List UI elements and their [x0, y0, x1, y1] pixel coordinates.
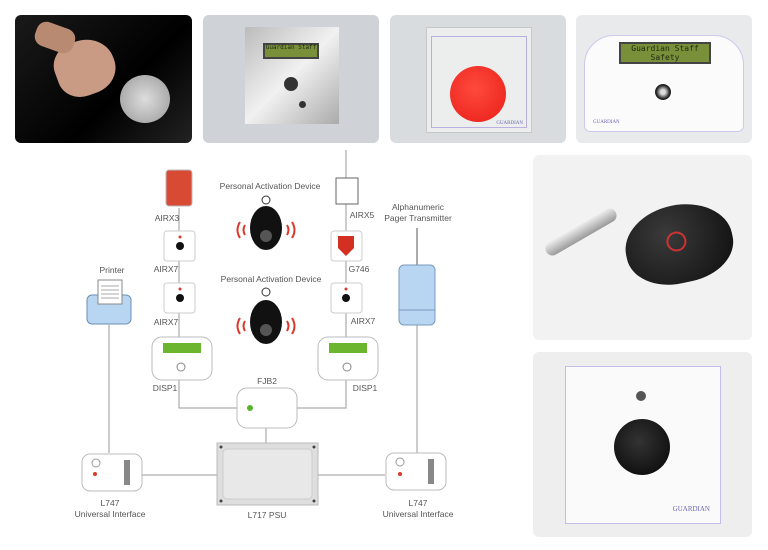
photo-keyfob: [533, 155, 752, 340]
fjb2-device: [236, 387, 298, 429]
white-plate: GUARDIAN: [426, 27, 532, 133]
photo-black-button: GUARDIAN: [533, 352, 752, 537]
lcd-line-1: Guardian Staff: [631, 44, 699, 53]
speaker-led: [299, 101, 306, 108]
photo-red-button: GUARDIAN: [390, 15, 566, 143]
fjb2-label: FJB2: [257, 376, 277, 386]
brand-label: GUARDIAN: [496, 121, 523, 126]
psu-label: L717 PSU: [248, 510, 287, 520]
airx7-label-b: AIRX7: [154, 317, 179, 327]
pad-label-1: Personal Activation Device: [220, 181, 321, 191]
l747-device-right: [385, 452, 447, 491]
l747-label-left-2: Universal Interface: [75, 509, 146, 519]
disp1-device-left: [151, 336, 213, 381]
photo-wrist-pendant: [15, 15, 192, 143]
disp1-device-right: [317, 336, 379, 381]
printer-label: Printer: [99, 265, 124, 275]
airx7-device-b: [163, 282, 196, 314]
personal-activation-device-2: [236, 287, 296, 344]
call-button: [284, 77, 298, 91]
photo-lcd-unit: Guardian Staff Safety GUARDIAN: [576, 15, 752, 143]
l747-device-left: [81, 453, 143, 492]
disp1-label-right: DISP1: [353, 383, 378, 393]
disp1-label-left: DISP1: [153, 383, 178, 393]
key-switch: [655, 84, 671, 100]
lcd-line-2: Safety: [650, 53, 680, 62]
airx5-device: [335, 177, 359, 205]
airx7-device-c: [330, 282, 363, 314]
pager-transmitter-device: [398, 228, 436, 326]
black-push-button: [614, 419, 670, 475]
brand-label: GUARDIAN: [672, 505, 710, 513]
l747-label-right-1: L747: [409, 498, 428, 508]
lcd-display: Guardian Staff Safety: [619, 42, 711, 64]
airx7-device-a: [163, 230, 196, 262]
pager-label-1: Alphanumeric: [392, 202, 445, 212]
red-push-button: [450, 66, 506, 122]
printer-device: [86, 279, 132, 325]
brand-label: GUARDIAN: [593, 120, 620, 125]
white-plate: GUARDIAN: [565, 366, 721, 524]
personal-activation-device-1: [236, 195, 296, 250]
airx7-label-a: AIRX7: [154, 264, 179, 274]
airx3-device: [165, 169, 193, 207]
l747-label-right-2: Universal Interface: [383, 509, 454, 519]
airx7-label-c: AIRX7: [351, 316, 376, 326]
photo-steel-panel: Guardian Staff: [203, 15, 379, 143]
pad-label-2: Personal Activation Device: [221, 274, 322, 284]
g746-device: [330, 230, 363, 262]
lcd-text: Guardian Staff: [265, 44, 317, 51]
unit-body: Guardian Staff Safety GUARDIAN: [584, 35, 744, 132]
plate-border: [431, 36, 527, 128]
pendant-device: [120, 75, 170, 123]
l717-psu-device: [216, 442, 319, 506]
airx5-label: AIRX5: [350, 210, 375, 220]
l747-label-left-1: L747: [101, 498, 120, 508]
steel-plate: Guardian Staff: [245, 27, 339, 124]
airx3-label: AIRX3: [155, 213, 180, 223]
pager-label-2: Pager Transmitter: [384, 213, 452, 223]
indicator-led: [636, 391, 646, 401]
g746-label: G746: [349, 264, 370, 274]
